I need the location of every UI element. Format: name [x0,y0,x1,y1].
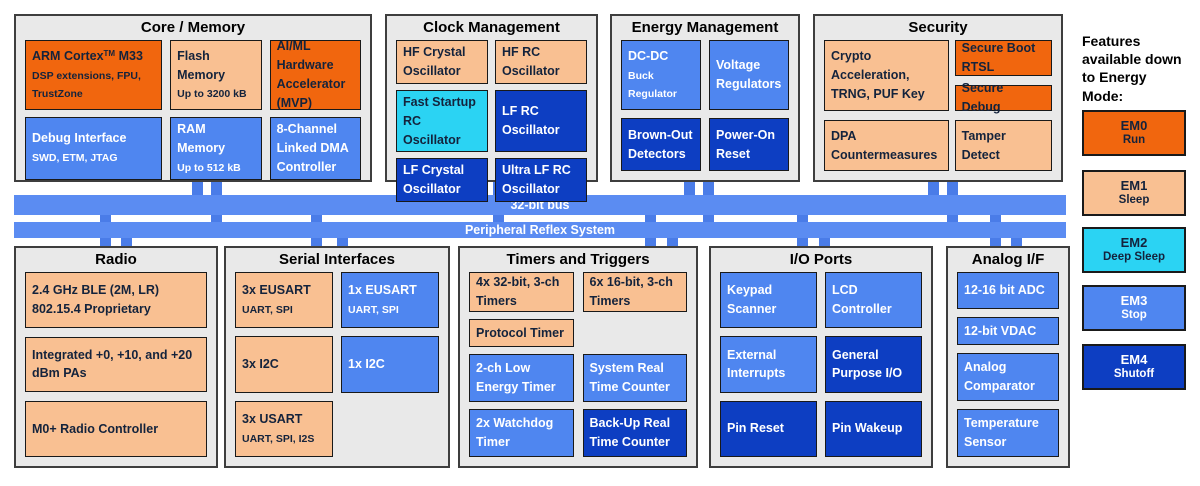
legend-em1: EM1 Sleep [1082,170,1186,216]
bus-prs-label: Peripheral Reflex System [464,222,616,237]
lf-crystal-oscillator-block: LF Crystal Oscillator [396,158,488,203]
analog-comparator-block: Analog Comparator [957,353,1059,401]
section-title: I/O Ports [789,251,853,268]
adc-block: 12-16 bit ADC [957,272,1059,309]
bus-connector-stub [684,182,695,200]
section-blocks: 2.4 GHz BLE (2M, LR)802.15.4 Proprietary… [16,272,216,466]
legend-em2-mode: Deep Sleep [1103,250,1165,263]
lcd-controller-block: LCD Controller [825,272,922,329]
i2c-1x-block: 1x I2C [341,336,439,393]
linked-dma-controller-block: 8-Channel Linked DMA Controller [269,117,361,180]
watchdog-timer-block: 2x Watchdog Timer [469,409,574,457]
legend-em3-mode: Stop [1121,308,1147,321]
legend-em2: EM2 Deep Sleep [1082,227,1186,273]
crypto-acceleration-block: Crypto Acceleration, TRNG, PUF Key [824,40,949,111]
lf-rc-oscillator-block: LF RC Oscillator [495,89,587,153]
timers-32bit-block: 4x 32-bit, 3-ch Timers [469,272,574,312]
integrated-pas-block: Integrated +0, +10, and +20 dBm PAs [25,336,207,393]
ble-proprietary-radio-block: 2.4 GHz BLE (2M, LR)802.15.4 Proprietary [25,272,207,328]
secure-boot-rtsl-block: Secure Boot RTSL [954,40,1052,76]
secure-debug-block: Secure Debug [954,81,1052,114]
backup-real-time-counter-block: Back-Up Real Time Counter [582,409,687,457]
bus-connector-stub [819,230,830,248]
bus-connector-stub [667,230,678,248]
i2c-3x-block: 3x I2C [235,336,333,393]
hf-crystal-oscillator-block: HF Crystal Oscillator [396,40,488,84]
bus-connector-stub [928,182,939,200]
system-real-time-counter-block: System Real Time Counter [582,354,687,402]
power-on-reset-block: Power-On Reset [709,118,789,171]
bus-connector-stub [192,182,203,200]
m0-radio-controller-block: M0+ Radio Controller [25,401,207,457]
bus-connector-stub [121,230,132,248]
section-blocks: 12-16 bit ADC 12-bit VDAC Analog Comparato… [948,272,1068,466]
legend-em1-label: EM1 [1120,178,1148,194]
hf-rc-oscillator-block: HF RC Oscillator [495,40,587,84]
ultra-lf-rc-oscillator-block: Ultra LF RC Oscillator [495,158,587,203]
pin-reset-block: Pin Reset [720,400,817,457]
section-security: Security Crypto Acceleration, TRNG, PUF … [813,14,1063,182]
ai-ml-hardware-accelerator-block: AI/ML Hardware Accelerator (MVP) [269,39,361,110]
fast-startup-rc-oscillator-block: Fast Startup RC Oscillator [396,89,488,153]
section-title: Radio [95,251,137,268]
temperature-sensor-block: Temperature Sensor [957,409,1059,457]
section-title: Energy Management [631,19,779,36]
legend-em3-label: EM3 [1120,293,1148,309]
dpa-countermeasures-block: DPA Countermeasures [824,120,949,171]
vdac-block: 12-bit VDAC [957,317,1059,345]
section-title: Security [908,19,968,36]
legend-em2-label: EM2 [1120,235,1148,251]
legend-em0: EM0 Run [1082,110,1186,156]
voltage-regulators-block: Voltage Regulators [709,40,789,110]
section-title: Timers and Triggers [506,251,650,268]
section-analog-if: Analog I/F 12-16 bit ADC 12-bit VDAC Analo… [946,246,1070,468]
section-title: Clock Management [423,19,560,36]
section-title: Core / Memory [140,19,246,36]
external-interrupts-block: External Interrupts [720,336,817,393]
general-purpose-io-block: General Purpose I/O [825,336,922,393]
section-radio: Radio 2.4 GHz BLE (2M, LR)802.15.4 Propr… [14,246,218,468]
legend-title: Features available down to Energy Mode: [1082,33,1182,104]
bus-peripheral-reflex-system: Peripheral Reflex System [14,222,1066,238]
legend-em0-mode: Run [1122,133,1146,146]
legend-em3: EM3 Stop [1082,285,1186,331]
low-energy-timer-block: 2-ch Low Energy Timer [469,354,574,402]
legend-em1-mode: Sleep [1118,193,1150,206]
bus-connector-stub [337,230,348,248]
pin-wakeup-block: Pin Wakeup [825,400,922,457]
bus-connector-stub [1011,230,1022,248]
tamper-detect-block: Tamper Detect [954,120,1052,171]
legend-em0-label: EM0 [1120,118,1148,134]
brown-out-detectors-block: Brown-Out Detectors [621,118,701,171]
section-title: Analog I/F [971,251,1045,268]
protocol-timer-block: Protocol Timer [469,319,574,347]
legend-em4-mode: Shutoff [1113,367,1155,380]
keypad-scanner-block: Keypad Scanner [720,272,817,329]
timers-16bit-block: 6x 16-bit, 3-ch Timers [582,272,687,312]
legend-em4: EM4 Shutoff [1082,344,1186,390]
section-title: Serial Interfaces [279,251,395,268]
section-timers-triggers: Timers and Triggers 4x 32-bit, 3-ch Time… [458,246,698,468]
legend-em4-label: EM4 [1120,352,1148,368]
